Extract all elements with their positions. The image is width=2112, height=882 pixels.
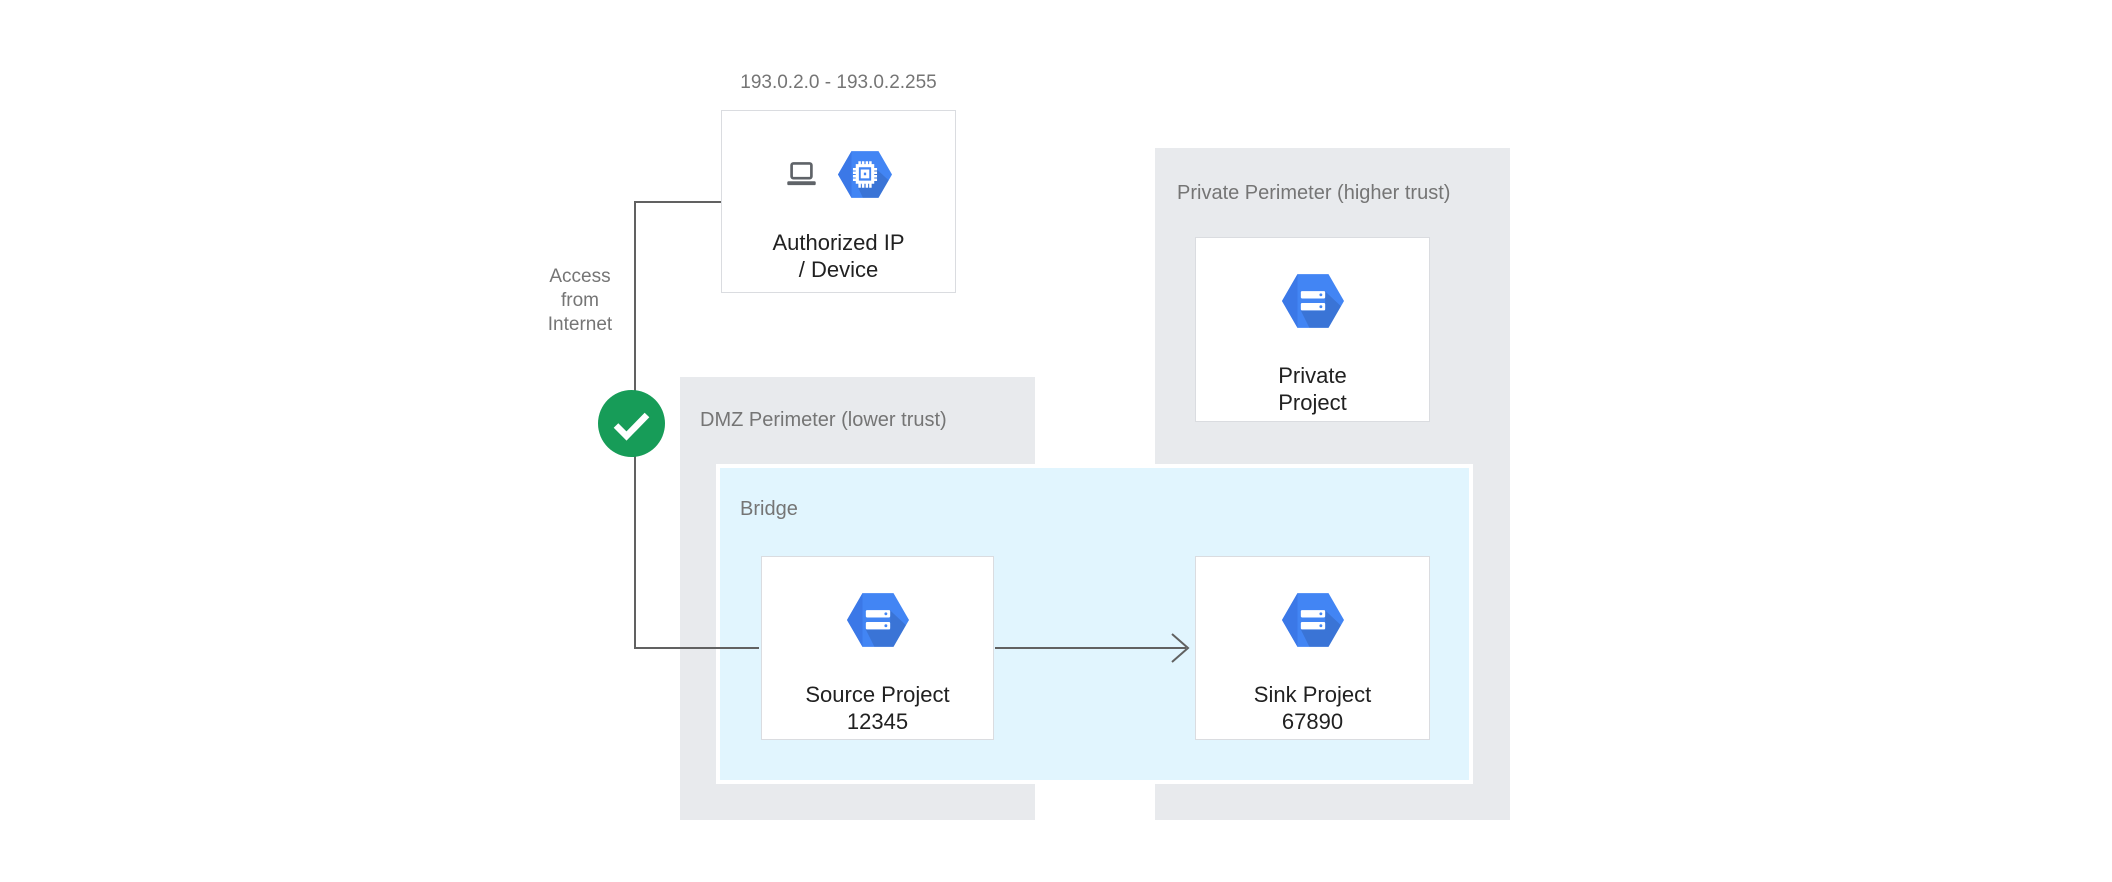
node-label: Private Project xyxy=(1196,362,1429,416)
node-source-project: Source Project 12345 xyxy=(761,556,994,740)
compute-engine-icon xyxy=(838,151,892,203)
laptop-icon xyxy=(785,161,818,193)
project-hexagon-icon xyxy=(1196,593,1429,647)
node-sink-project: Sink Project 67890 xyxy=(1195,556,1430,740)
dmz-perimeter-label: DMZ Perimeter (lower trust) xyxy=(700,409,947,431)
node-label-line: Authorized IP xyxy=(772,230,905,255)
node-label-line: Source Project xyxy=(805,682,950,707)
node-label-line: Private xyxy=(1278,363,1347,388)
node-authorized-ip-device: Authorized IP / Device xyxy=(721,110,956,293)
node-private-project: Private Project xyxy=(1195,237,1430,422)
node-label-line: 67890 xyxy=(1281,709,1344,734)
arrowhead-icon xyxy=(1171,633,1190,663)
node-label-line: Project xyxy=(1278,390,1347,415)
check-icon xyxy=(598,390,665,457)
node-label: Source Project 12345 xyxy=(762,681,993,735)
node-label: Sink Project 67890 xyxy=(1196,681,1429,735)
private-perimeter-label: Private Perimeter (higher trust) xyxy=(1177,182,1451,204)
node-label-line: Sink Project xyxy=(1253,682,1372,707)
project-hexagon-icon xyxy=(1196,274,1429,328)
node-label-line: / Device xyxy=(798,257,879,282)
bridge-label: Bridge xyxy=(740,498,798,520)
ip-range-label: 193.0.2.0 - 193.0.2.255 xyxy=(740,72,937,93)
node-label: Authorized IP / Device xyxy=(722,229,955,283)
node-label-line: 12345 xyxy=(846,709,909,734)
authorized-device-icons xyxy=(722,151,955,203)
project-hexagon-icon xyxy=(762,593,993,647)
access-from-internet-label: Access from Internet xyxy=(547,266,613,335)
